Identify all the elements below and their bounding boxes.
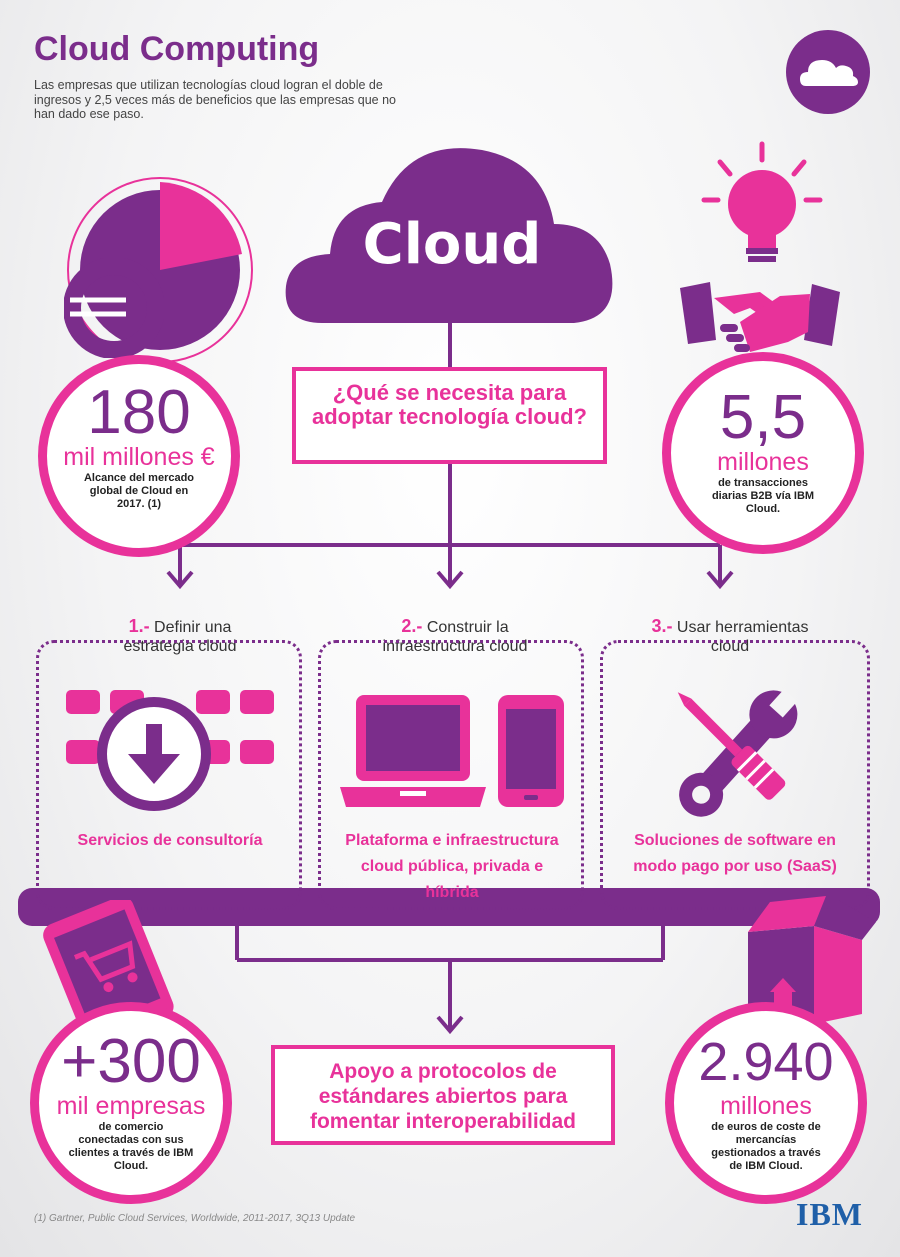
stat-number: +300 <box>61 1027 201 1096</box>
step-label-2: Plataforma e infraestructura cloud públi… <box>345 832 559 901</box>
main-cloud-icon <box>285 148 613 323</box>
stat-desc: de euros de coste de mercancías gestiona… <box>711 1121 821 1172</box>
stat-number: 180 <box>87 378 191 447</box>
consulting-download-icon <box>66 690 274 811</box>
stat-number: 5,5 <box>719 383 807 452</box>
tools-icon <box>677 689 798 817</box>
stat-circle-companies: +300 mil empresas de comercio conectadas… <box>30 1002 232 1204</box>
cloud-label: Cloud <box>362 212 542 277</box>
stat-unit: mil empresas <box>56 1092 206 1120</box>
stat-unit: millones <box>720 1092 812 1120</box>
question-box: ¿Qué se necesita para adoptar tecnología… <box>292 367 607 464</box>
light-bulb-icon <box>701 141 823 262</box>
footnote: (1) Gartner, Public Cloud Services, Worl… <box>34 1213 356 1224</box>
stat-circle-market: 180 mil millones € Alcance del mercado g… <box>38 355 240 557</box>
stat-circle-transactions: 5,5 millones de transacciones diarias B2… <box>662 352 864 554</box>
page-title: Cloud Computing <box>34 30 320 68</box>
pie-chart-icon <box>67 177 253 363</box>
handshake-icon <box>680 282 840 352</box>
ibm-logo: IBM <box>796 1196 863 1232</box>
step-label-3: Soluciones de software en modo pago por … <box>633 832 837 875</box>
step-box-2 <box>318 640 584 910</box>
stat-circle-goods: 2.940 millones de euros de coste de merc… <box>665 1002 867 1204</box>
stat-desc: Alcance del mercado global de Cloud en 2… <box>83 472 195 510</box>
euro-icon <box>64 258 164 358</box>
stat-number: 2.940 <box>698 1032 834 1092</box>
step-box-1 <box>36 640 302 910</box>
cloud-badge-icon <box>786 30 870 114</box>
step-label-1: Servicios de consultoría <box>77 832 263 849</box>
page-subtitle: Las empresas que utilizan tecnologías cl… <box>34 78 397 121</box>
step-box-3 <box>600 640 870 910</box>
stat-desc: de comercio conectadas con sus clientes … <box>68 1121 194 1172</box>
tablet-icon <box>498 695 564 807</box>
laptop-icon <box>340 695 486 807</box>
shipping-box-icon <box>748 896 876 1024</box>
stat-unit: mil millones € <box>63 443 215 471</box>
interoperability-box: Apoyo a protocolos de estándares abierto… <box>271 1045 615 1145</box>
stat-unit: millones <box>717 448 809 476</box>
stat-desc: de transacciones diarias B2B vía IBM Clo… <box>711 477 815 515</box>
